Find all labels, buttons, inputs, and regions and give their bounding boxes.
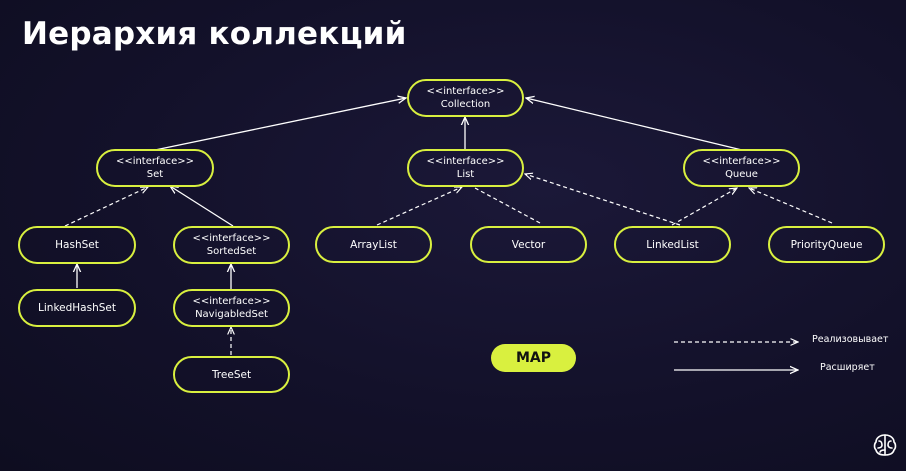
legend-implements-label: Реализовывает (812, 334, 889, 345)
edge-linkedlist-list (525, 174, 681, 226)
interface-stereotype: <<interface>> (192, 295, 271, 307)
page-title: Иерархия коллекций (22, 16, 407, 52)
node-label: Queue (725, 168, 758, 180)
edge-arraylist-list (376, 187, 462, 226)
node-hashset: HashSet (18, 226, 136, 264)
edge-sortedset-set (170, 186, 234, 227)
node-linkedhashset: LinkedHashSet (18, 289, 136, 327)
node-label: LinkedList (646, 238, 699, 251)
node-sortedset: <<interface>> SortedSet (173, 226, 290, 264)
node-collection: <<interface>> Collection (407, 79, 524, 117)
node-label: SortedSet (206, 245, 257, 257)
node-label: PriorityQueue (790, 238, 863, 251)
node-label: List (456, 168, 475, 180)
node-arraylist: ArrayList (315, 226, 432, 263)
node-label: Collection (440, 98, 491, 110)
map-badge: MAP (491, 344, 576, 372)
legend-extends-label: Расширяет (820, 362, 875, 373)
node-vector: Vector (470, 226, 587, 263)
node-list: <<interface>> List (407, 149, 524, 187)
node-label: HashSet (55, 239, 99, 251)
node-queue: <<interface>> Queue (683, 149, 800, 187)
node-set: <<interface>> Set (96, 149, 214, 187)
node-priorityqueue: PriorityQueue (768, 226, 885, 263)
node-label: TreeSet (211, 368, 252, 381)
interface-stereotype: <<interface>> (192, 232, 271, 244)
node-label: LinkedHashSet (38, 302, 116, 314)
node-navigableset: <<interface>> NavigabledSet (173, 289, 290, 327)
interface-stereotype: <<interface>> (426, 85, 505, 97)
edge-hashset-set (64, 187, 148, 227)
edge-queue-collection (526, 98, 743, 151)
edge-set-collection (154, 98, 406, 151)
node-label: NavigabledSet (195, 308, 268, 320)
brain-logo-icon (873, 434, 897, 456)
node-linkedlist: LinkedList (614, 226, 731, 263)
node-treeset: TreeSet (173, 356, 290, 393)
interface-stereotype: <<interface>> (426, 155, 505, 167)
edge-linkedlist-queue (671, 188, 737, 226)
edge-priorityqueue-queue (749, 188, 833, 224)
interface-stereotype: <<interface>> (115, 155, 195, 167)
node-label: ArrayList (350, 238, 397, 251)
node-label: Set (146, 168, 164, 180)
node-label: Vector (511, 238, 546, 251)
edge-vector-list (474, 187, 541, 224)
interface-stereotype: <<interface>> (702, 155, 781, 167)
